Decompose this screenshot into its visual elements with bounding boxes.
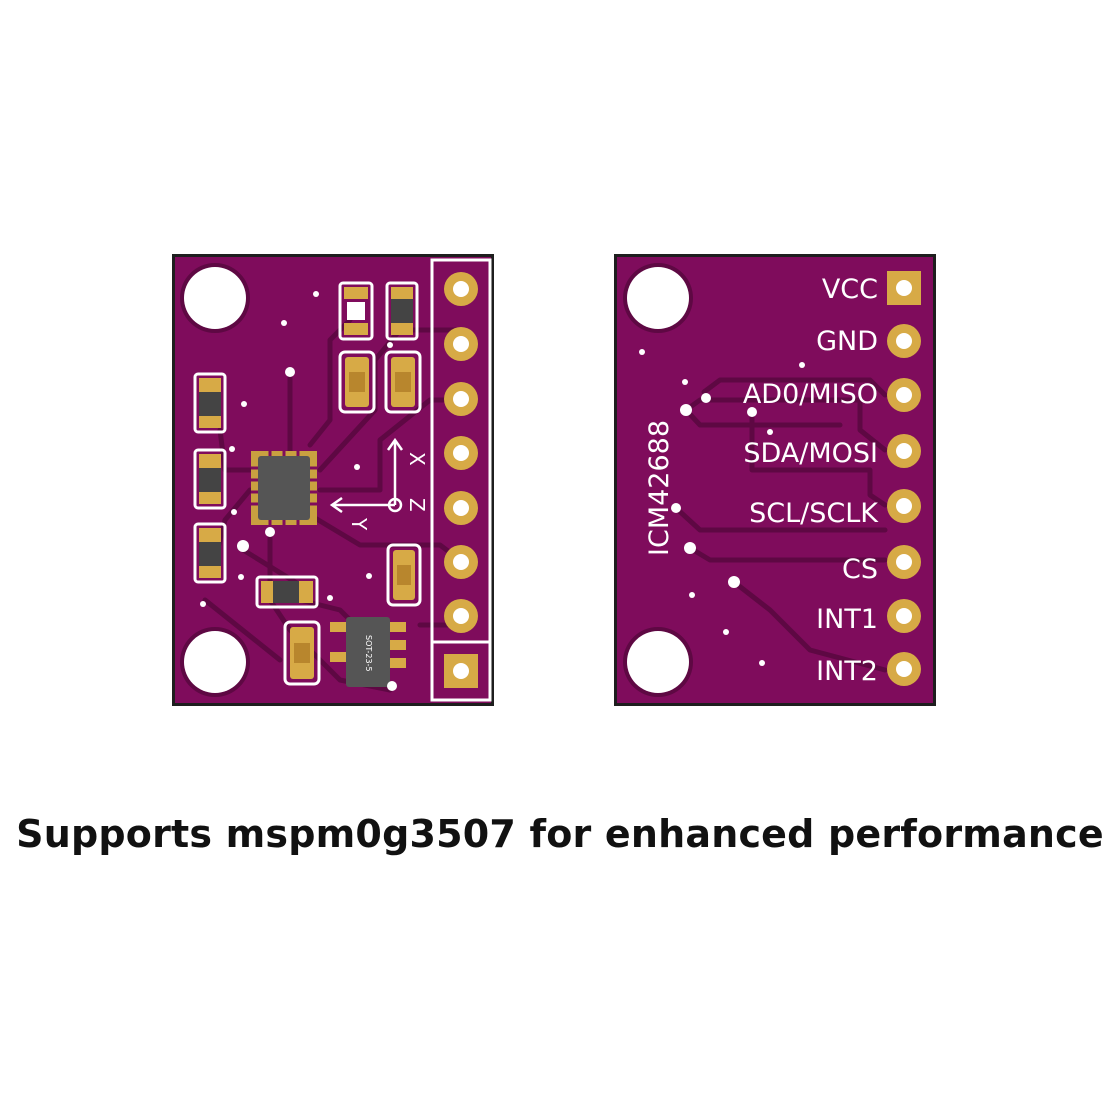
resistor-body [273, 581, 299, 603]
axis-label-y: Y [347, 517, 371, 531]
led-pad [344, 287, 368, 299]
back-board-surface [617, 257, 933, 703]
led-outline [338, 281, 374, 341]
led-body [347, 302, 365, 320]
resistor-pad [199, 454, 221, 468]
back-board: VCC GND AD0/MISO SDA/MOSI SCL/SCLK CS IN… [614, 254, 936, 706]
front-board: X Z Y SOT-23-5 [172, 254, 494, 706]
resistor-body [199, 542, 221, 566]
resistor-pad [199, 566, 221, 578]
pin-labels: VCC GND AD0/MISO SDA/MOSI SCL/SCLK CS IN… [743, 274, 879, 687]
pin-hole [453, 500, 469, 516]
pin-hole [453, 663, 469, 679]
back-header-pins [887, 271, 921, 686]
capacitor-outline [283, 620, 321, 686]
caption: Supports mspm0g3507 for enhanced perform… [16, 812, 1104, 856]
capacitor-outline [384, 350, 422, 414]
mounting-hole [627, 267, 689, 329]
pin-label-ad0-miso: AD0/MISO [743, 379, 878, 410]
led-pad [344, 323, 368, 335]
pin1-marker [387, 681, 397, 691]
pin-label-int2: INT2 [816, 656, 878, 687]
imu-chip [251, 451, 317, 525]
axis-indicator [329, 437, 404, 514]
resistor-outline [193, 372, 227, 434]
pin-hole [896, 280, 912, 296]
regulator-pad [388, 658, 406, 668]
back-traces [673, 377, 888, 673]
pin-hole [453, 281, 469, 297]
top-components [338, 281, 422, 414]
pin-hole [453, 336, 469, 352]
chip-body [258, 456, 310, 520]
pin-hole [896, 608, 912, 624]
capacitor-center [349, 372, 365, 392]
pin-hole [896, 554, 912, 570]
pin-hole [453, 608, 469, 624]
axis-label-x: X [405, 452, 429, 466]
capacitor-center [397, 565, 411, 585]
resistor-outline [193, 522, 227, 584]
resistor-pad [299, 581, 313, 603]
resistor-outline [255, 575, 319, 609]
pin-hole [896, 387, 912, 403]
regulator-pad [330, 652, 350, 662]
pin-label-sda-mosi: SDA/MOSI [743, 438, 878, 469]
pin-label-vcc: VCC [822, 274, 878, 305]
axis-label-z: Z [405, 498, 429, 512]
regulator-pad [388, 622, 406, 632]
resistor-body [391, 299, 413, 323]
front-header-pins [444, 272, 478, 688]
capacitor-center [294, 643, 310, 663]
chip-pin-gaps [251, 451, 317, 525]
pin-hole [896, 661, 912, 677]
pin-hole [453, 554, 469, 570]
pin-hole [896, 333, 912, 349]
pin-hole [896, 443, 912, 459]
header-square-frame [430, 640, 492, 702]
pin-hole [453, 391, 469, 407]
resistor-body [199, 468, 221, 492]
voltage-regulator: SOT-23-5 [330, 617, 406, 691]
left-resistors [193, 372, 227, 584]
resistor-outline [193, 448, 227, 510]
resistor-pad [199, 492, 221, 504]
resistor-pad [261, 581, 273, 603]
resistor-body [199, 392, 221, 416]
regulator-pad [330, 622, 350, 632]
pin-hole [896, 498, 912, 514]
resistor-pad [199, 528, 221, 542]
pin-hole [453, 445, 469, 461]
pin-label-scl-sclk: SCL/SCLK [749, 498, 879, 529]
capacitor-outline [386, 543, 422, 607]
capacitor-outline [338, 350, 376, 414]
resistor-pad [199, 416, 221, 428]
back-vias [639, 349, 805, 666]
mounting-hole [184, 267, 246, 329]
capacitor-center [395, 372, 411, 392]
chip-name-label: ICM42688 [644, 420, 675, 556]
pin-label-gnd: GND [816, 326, 878, 357]
mounting-hole [184, 631, 246, 693]
regulator-marking: SOT-23-5 [364, 635, 373, 672]
resistor-pad [391, 287, 413, 299]
pin-label-int1: INT1 [816, 604, 878, 635]
pin-label-cs: CS [842, 554, 878, 585]
resistor-pad [199, 378, 221, 392]
regulator-pad [388, 640, 406, 650]
regulator-body [346, 617, 390, 687]
front-vias [200, 291, 393, 607]
resistor-outline [385, 281, 419, 341]
resistor-pad [391, 323, 413, 335]
mounting-hole [627, 631, 689, 693]
